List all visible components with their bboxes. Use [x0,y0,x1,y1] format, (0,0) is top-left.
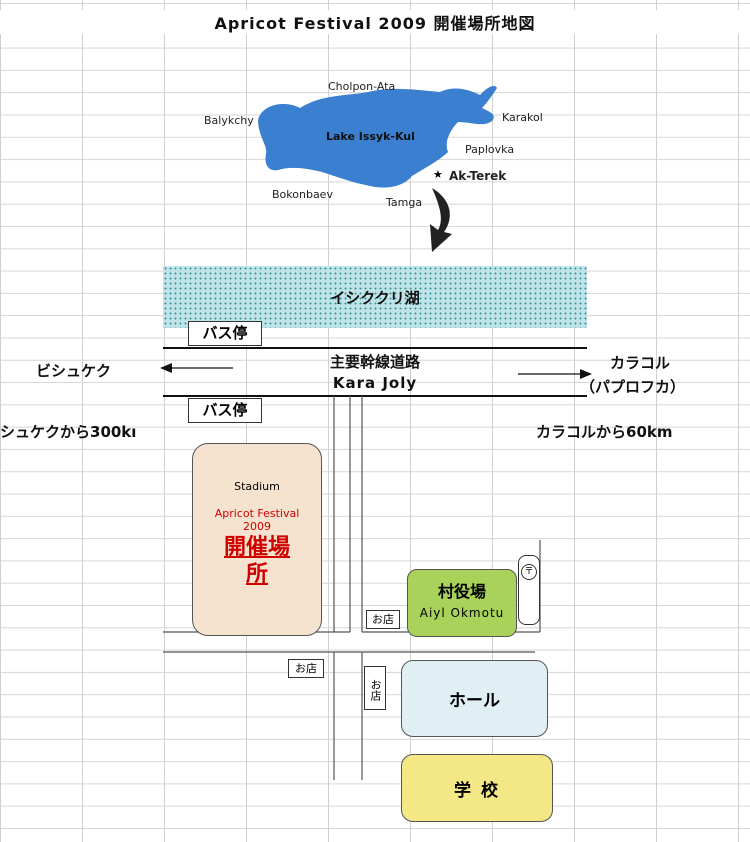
hall-building: ホール [401,660,548,737]
star-icon: ★ [433,168,443,181]
location-arrow-icon [430,188,452,252]
dist-karakol: カラコルから60km [536,423,673,441]
town-balykchy: Balykchy [204,114,254,127]
venue-label-1: 開催場 [223,535,290,560]
road-name-jp: 主要幹線道路 [329,353,420,371]
festival-year: 2009 [243,520,271,533]
shop-2: お店 [288,659,324,678]
bus-stop-top: バス停 [188,321,262,346]
town-tamga: Tamga [386,196,423,209]
stadium-venue: Stadium Apricot Festival 2009 開催場 所 [192,443,322,636]
dir-karakol-sub: （パプロフカ） [580,378,686,396]
post-office: 〒 [518,555,540,625]
lake-name-label: Lake Issyk-Kul [326,130,415,143]
village-office-jp: 村役場 [437,582,486,601]
hall-label: ホール [449,691,500,711]
village-office-en: Aiyl Okmotu [419,606,505,620]
town-bokonbaev: Bokonbaev [272,188,333,201]
arrow-left-icon [160,363,172,373]
festival-name: Apricot Festival [214,507,300,520]
town-ak-terek: Ak-Terek [449,169,507,183]
lake-strip: イシククリ湖 [163,266,587,328]
dir-bishkek: ビシュケク [36,362,112,380]
dir-karakol: カラコル [610,354,671,372]
town-cholpon-ata: Cholpon-Ata [328,80,396,93]
town-karakol: Karakol [502,111,543,124]
road-label-group: 主要幹線道路 Kara Joly [163,351,587,392]
school-label: 学 校 [454,780,500,801]
lake-issyk-kul-shape [258,86,497,188]
lake-strip-label: イシククリ湖 [330,288,420,307]
page-title: Apricot Festival 2009 開催場所地図 [0,10,750,34]
shop-1: お店 [366,610,400,629]
venue-label-2: 所 [245,562,268,587]
school-building: 学 校 [401,754,553,822]
arrow-right-icon [580,369,592,379]
village-office: 村役場 Aiyl Okmotu [407,569,517,637]
road-name-en: Kara Joly [332,374,418,392]
town-paplovka: Paplovka [465,143,515,156]
shop-3: お店 [364,666,386,710]
bus-stop-bottom: バス停 [188,398,262,423]
stadium-label: Stadium [234,480,280,493]
post-icon: 〒 [521,564,537,580]
dist-bishkek: シュケクから300kı [0,423,137,441]
